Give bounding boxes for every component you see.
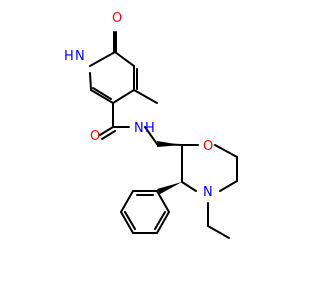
bond [114, 51, 135, 67]
phenyl-ring [120, 190, 170, 234]
atom-label-oxygen: O [203, 139, 213, 154]
bond [124, 211, 136, 230]
pyridone-ring [89, 31, 158, 145]
atom-label-hydrogen: H [64, 49, 74, 64]
bond [92, 87, 112, 100]
molecule-drawing: O H N O N H O N [64, 11, 238, 239]
bond [99, 126, 114, 136]
stereo-wedge [157, 141, 182, 147]
bond [112, 89, 135, 104]
bond [120, 211, 134, 234]
atom-label-nitrogen: N [203, 185, 213, 200]
atom-label-nitrogen: N [75, 49, 85, 64]
atom-label-nitrogen: N [134, 121, 144, 136]
bond [207, 225, 230, 239]
bond [156, 190, 170, 213]
bond [144, 126, 158, 145]
stereo-wedge [157, 182, 182, 194]
bond [219, 180, 238, 192]
bond [120, 190, 134, 213]
bond [156, 211, 170, 234]
bond [89, 72, 92, 91]
structure-canvas: O H N O N H O N [64, 11, 238, 239]
bond [90, 89, 114, 104]
bond [133, 89, 158, 104]
bond [101, 130, 116, 140]
bond [181, 181, 197, 192]
bond [214, 144, 238, 158]
atom-label-oxygen: O [90, 129, 100, 144]
bond [154, 211, 166, 230]
morpholine-ring [156, 143, 238, 239]
bond [89, 51, 116, 67]
atom-label-hydrogen: H [145, 121, 155, 136]
atom-label-oxygen: O [112, 11, 122, 26]
